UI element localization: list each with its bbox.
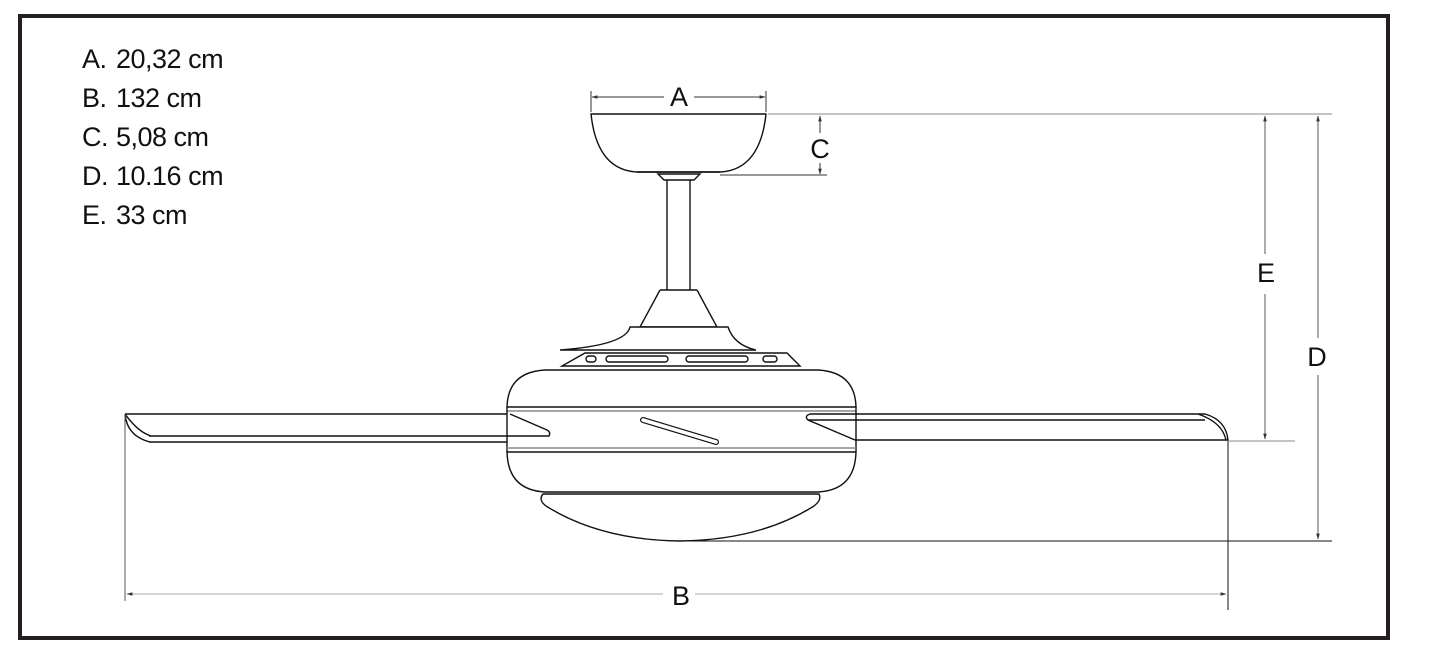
legend-value: 20,32 cm bbox=[116, 44, 224, 74]
legend-item-b: B. 132 cm bbox=[82, 83, 223, 122]
dimension-a bbox=[590, 91, 767, 112]
legend-item-d: D. 10.16 cm bbox=[82, 161, 224, 200]
legend-value: 5,08 cm bbox=[116, 122, 209, 152]
dimension-b bbox=[124, 414, 1229, 610]
dimension-a-label: A bbox=[670, 82, 688, 112]
dimension-b-label: B bbox=[672, 581, 690, 611]
legend-key: D. bbox=[82, 161, 109, 191]
drawing-frame bbox=[18, 14, 1390, 640]
dimension-d bbox=[680, 115, 1332, 542]
legend-key: E. bbox=[82, 200, 107, 230]
downrod bbox=[638, 180, 719, 328]
legend-item-e: E. 33 cm bbox=[82, 200, 223, 239]
legend-value: 33 cm bbox=[116, 200, 188, 230]
legend-key: B. bbox=[82, 83, 107, 113]
light-bowl bbox=[540, 493, 821, 542]
legend-value: 10.16 cm bbox=[116, 161, 224, 191]
motor-housing bbox=[506, 369, 857, 493]
legend-key: C. bbox=[82, 122, 109, 152]
dimension-e bbox=[1229, 115, 1295, 442]
dimension-c bbox=[720, 113, 1332, 176]
legend-item-c: C. 5,08 cm bbox=[82, 122, 223, 161]
dimension-legend: A. 20,32 cm B. 132 cm C. 5,08 cm D. 10.1… bbox=[82, 44, 224, 239]
motor-collar bbox=[559, 326, 802, 367]
blade-right bbox=[805, 413, 1229, 441]
legend-item-a: A. 20,32 cm bbox=[82, 44, 224, 83]
legend-value: 132 cm bbox=[116, 83, 202, 113]
dimension-d-label: D bbox=[1307, 342, 1327, 372]
dimension-c-label: C bbox=[810, 134, 830, 164]
blade-left bbox=[124, 413, 551, 443]
dimension-e-label: E bbox=[1257, 258, 1275, 288]
canopy bbox=[590, 113, 767, 181]
legend-key: A. bbox=[82, 44, 107, 74]
